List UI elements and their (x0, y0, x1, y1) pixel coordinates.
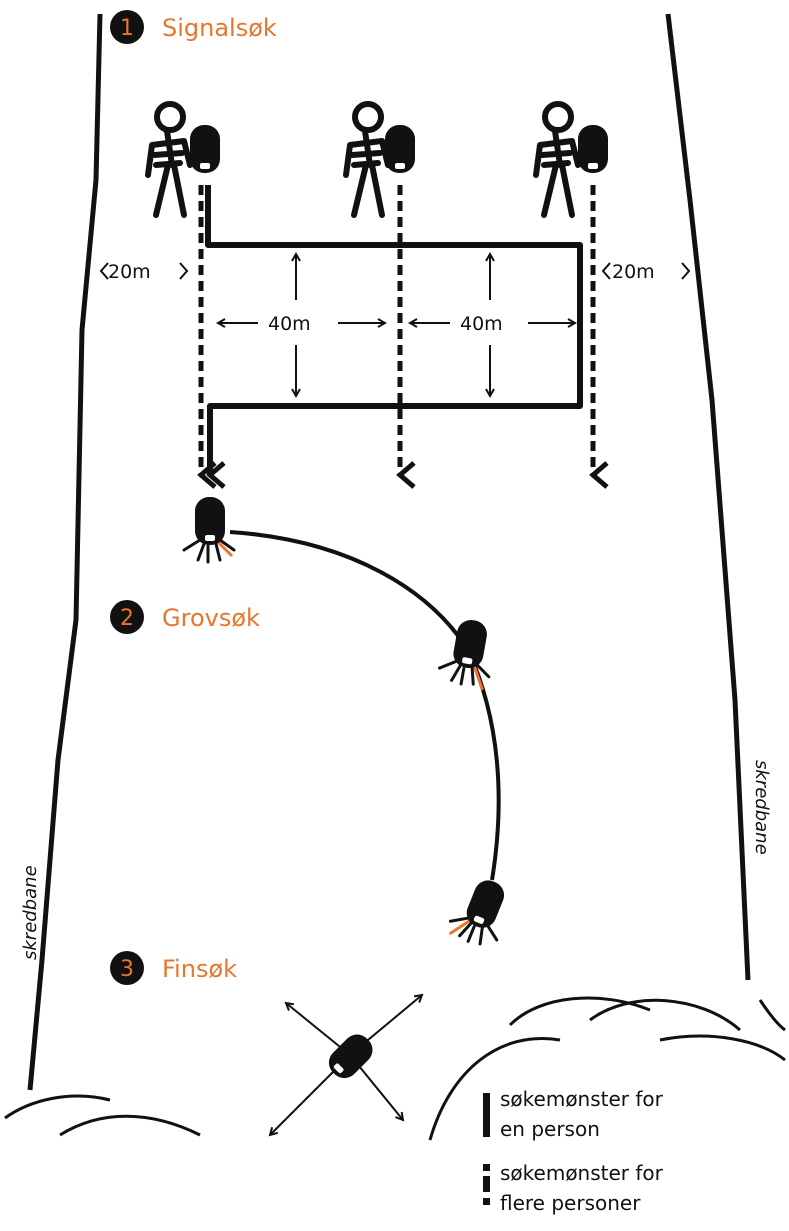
svg-text:Finsøk: Finsøk (162, 955, 237, 983)
step-badge-icon (110, 10, 144, 44)
step-2: 2 Grovsøk (110, 600, 260, 634)
svg-text:1: 1 (120, 16, 134, 41)
skredbane-right-label: skredbane (751, 760, 772, 855)
searcher-3 (536, 104, 608, 215)
legend: søkemønster for en person søkemønster fo… (483, 1087, 664, 1215)
left-boundary-line (27, 13, 103, 1091)
coarse-search-path (229, 530, 501, 881)
svg-text:søkemønster for: søkemønster for (500, 1161, 664, 1185)
dimension-arrows (99, 254, 691, 396)
svg-text:2: 2 (120, 606, 134, 631)
step-1: 1 Signalsøk (110, 10, 277, 44)
skredbane-left-label: skredbane (20, 865, 41, 960)
step-badge-icon (110, 600, 144, 634)
transceiver-fine (323, 1028, 379, 1084)
terrain-bumps (4, 996, 786, 1141)
step-badge-icon (110, 951, 144, 985)
single-person-search-path (205, 185, 583, 489)
transceiver-2 (435, 617, 493, 691)
solid-line-swatch-icon (483, 1093, 490, 1137)
dim-20m-left: 20m (108, 261, 151, 283)
searcher-2 (346, 104, 415, 215)
svg-text:en person: en person (500, 1117, 600, 1141)
right-boundary-line (665, 13, 751, 981)
step-3: 3 Finsøk (110, 951, 237, 985)
svg-text:søkemønster for: søkemønster for (500, 1087, 664, 1111)
transceiver-1 (182, 497, 236, 564)
dim-40m-right: 40m (460, 313, 503, 335)
dim-20m-right: 20m (612, 261, 655, 283)
svg-text:Grovsøk: Grovsøk (162, 604, 260, 632)
svg-text:3: 3 (120, 957, 134, 982)
svg-text:flere personer: flere personer (500, 1191, 641, 1215)
dashed-line-swatch-icon (483, 1164, 490, 1171)
multi-person-search-paths (197, 185, 609, 489)
svg-text:Signalsøk: Signalsøk (162, 14, 277, 42)
dim-40m-left: 40m (268, 313, 311, 335)
transceiver-3 (444, 876, 509, 953)
